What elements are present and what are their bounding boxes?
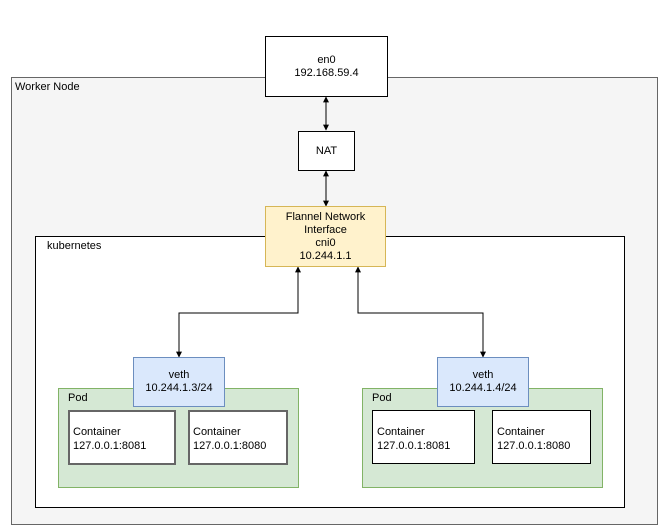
veth-ip: 10.244.1.4/24 xyxy=(449,382,517,394)
container-box: Container 127.0.0.1:8081 xyxy=(68,410,176,465)
pod-label: Pod xyxy=(372,392,392,404)
veth-ip: 10.244.1.3/24 xyxy=(145,382,213,394)
worker-node-label: Worker Node xyxy=(15,81,80,93)
container-label: Container xyxy=(377,426,425,438)
flannel-title-line2: Interface xyxy=(304,223,347,236)
en0-label: en0 xyxy=(317,53,336,66)
container-address: 127.0.0.1:8081 xyxy=(73,440,147,452)
flannel-ip: 10.244.1.1 xyxy=(299,249,352,262)
kubernetes-label: kubernetes xyxy=(47,240,102,252)
veth-box: veth 10.244.1.4/24 xyxy=(437,357,529,407)
nat-box: NAT xyxy=(298,131,355,171)
en0-interface-box: en0 192.168.59.4 xyxy=(265,36,388,97)
container-address: 127.0.0.1:8080 xyxy=(193,440,267,452)
en0-ip: 192.168.59.4 xyxy=(294,66,359,79)
pod-label: Pod xyxy=(68,392,88,404)
container-address: 127.0.0.1:8081 xyxy=(377,440,451,452)
flannel-name: cni0 xyxy=(315,236,336,249)
veth-label: veth xyxy=(472,369,494,381)
veth-box: veth 10.244.1.3/24 xyxy=(133,357,225,407)
flannel-interface-box: Flannel Network Interface cni0 10.244.1.… xyxy=(265,206,386,267)
container-box: Container 127.0.0.1:8080 xyxy=(492,410,591,464)
flannel-title-line1: Flannel Network xyxy=(285,210,366,223)
arrow-flannel-veth-right xyxy=(355,266,486,358)
container-label: Container xyxy=(497,426,545,438)
container-box: Container 127.0.0.1:8080 xyxy=(188,410,288,465)
container-label: Container xyxy=(73,426,121,438)
nat-label: NAT xyxy=(315,144,338,157)
veth-label: veth xyxy=(168,369,190,381)
container-box: Container 127.0.0.1:8081 xyxy=(372,410,475,464)
container-address: 127.0.0.1:8080 xyxy=(497,440,571,452)
arrow-flannel-veth-left xyxy=(176,266,301,358)
container-label: Container xyxy=(193,426,241,438)
